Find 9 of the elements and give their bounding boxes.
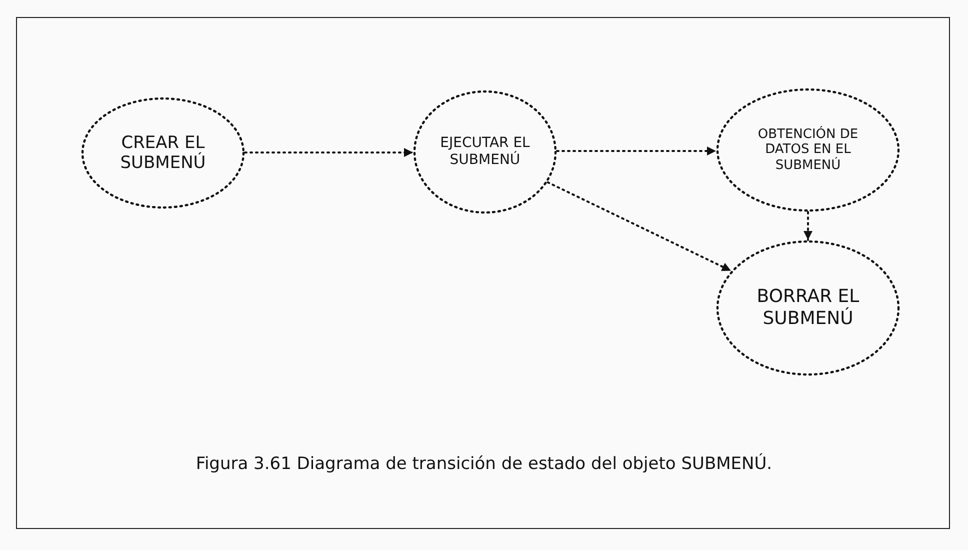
state-label: OBTENCIÓN DE DATOS EN EL SUBMENÚ <box>756 126 860 174</box>
state-label: BORRAR EL SUBMENÚ <box>756 286 860 330</box>
state-label: CREAR EL SUBMENÚ <box>119 132 207 174</box>
transition-arrow <box>556 146 717 156</box>
figure-caption: Figura 3.61 Diagrama de transición de estado del objeto SUBMENÚ. <box>196 454 772 474</box>
transition-arrow <box>804 211 812 241</box>
state-label: EJECUTAR EL SUBMENÚ <box>439 135 531 169</box>
transition-arrow <box>546 181 732 272</box>
transition-arrow <box>244 148 414 157</box>
